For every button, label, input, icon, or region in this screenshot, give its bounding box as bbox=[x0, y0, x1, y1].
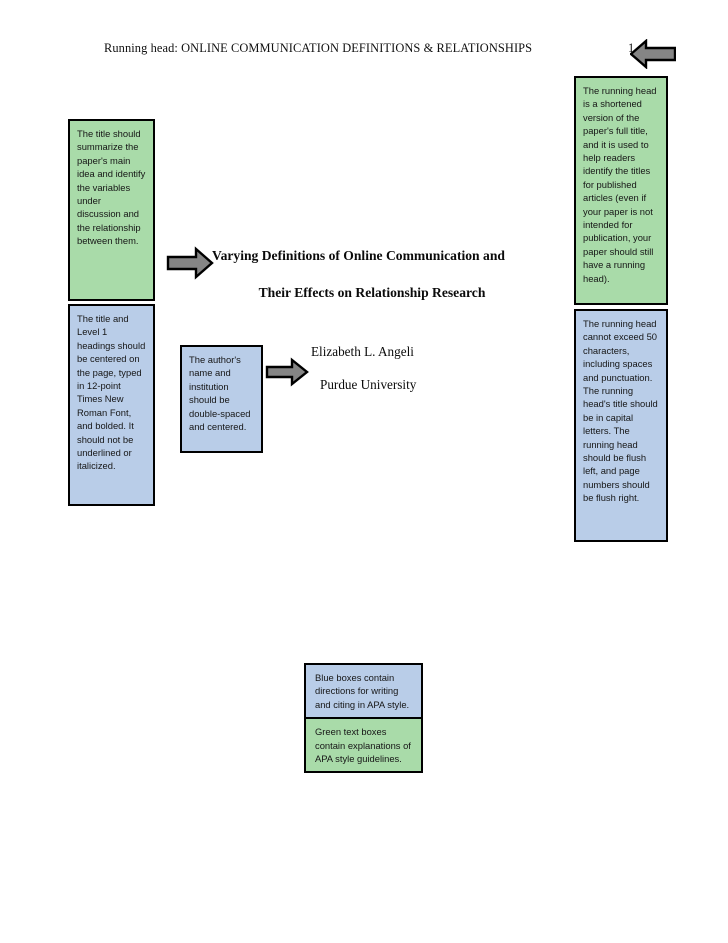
callout-running-head-blue: The running head cannot exceed 50 charac… bbox=[574, 309, 668, 542]
paper-title-line-1: Varying Definitions of Online Communicat… bbox=[212, 248, 505, 263]
callout-text: The title should summarize the paper's m… bbox=[77, 128, 146, 247]
arrow-right-icon bbox=[265, 357, 309, 392]
institution-name: Purdue University bbox=[320, 377, 417, 392]
legend-item-green: Green text boxes contain explanations of… bbox=[306, 719, 421, 772]
callout-author-blue: The author's name and institution should… bbox=[180, 345, 263, 453]
legend-item-blue: Blue boxes contain directions for writin… bbox=[306, 665, 421, 720]
callout-title-green: The title should summarize the paper's m… bbox=[68, 119, 155, 301]
running-head-text: Running head: ONLINE COMMUNICATION DEFIN… bbox=[104, 41, 533, 55]
paper-title: Varying Definitions of Online Communicat… bbox=[212, 248, 532, 301]
callout-text: The author's name and institution should… bbox=[189, 354, 251, 433]
arrow-left-icon bbox=[629, 38, 677, 74]
arrow-right-icon bbox=[166, 246, 214, 285]
paper-title-line-2: Their Effects on Relationship Research bbox=[258, 285, 486, 300]
callout-running-head-green: The running head is a shortened version … bbox=[574, 76, 668, 305]
author-name: Elizabeth L. Angeli bbox=[311, 344, 414, 359]
callout-text: The running head cannot exceed 50 charac… bbox=[583, 318, 658, 504]
legend-blue-text: Blue boxes contain directions for writin… bbox=[315, 672, 410, 710]
callout-title-blue: The title and Level 1 headings should be… bbox=[68, 304, 155, 506]
callout-text: The running head is a shortened version … bbox=[583, 85, 657, 284]
callout-text: The title and Level 1 headings should be… bbox=[77, 313, 146, 472]
byline: Elizabeth L. Angeli Purdue University bbox=[311, 344, 541, 393]
running-head-line: Running head: ONLINE COMMUNICATION DEFIN… bbox=[104, 41, 624, 56]
legend: Blue boxes contain directions for writin… bbox=[304, 663, 423, 774]
legend-green-text: Green text boxes contain explanations of… bbox=[315, 726, 411, 765]
page-number: 1 bbox=[628, 41, 635, 55]
